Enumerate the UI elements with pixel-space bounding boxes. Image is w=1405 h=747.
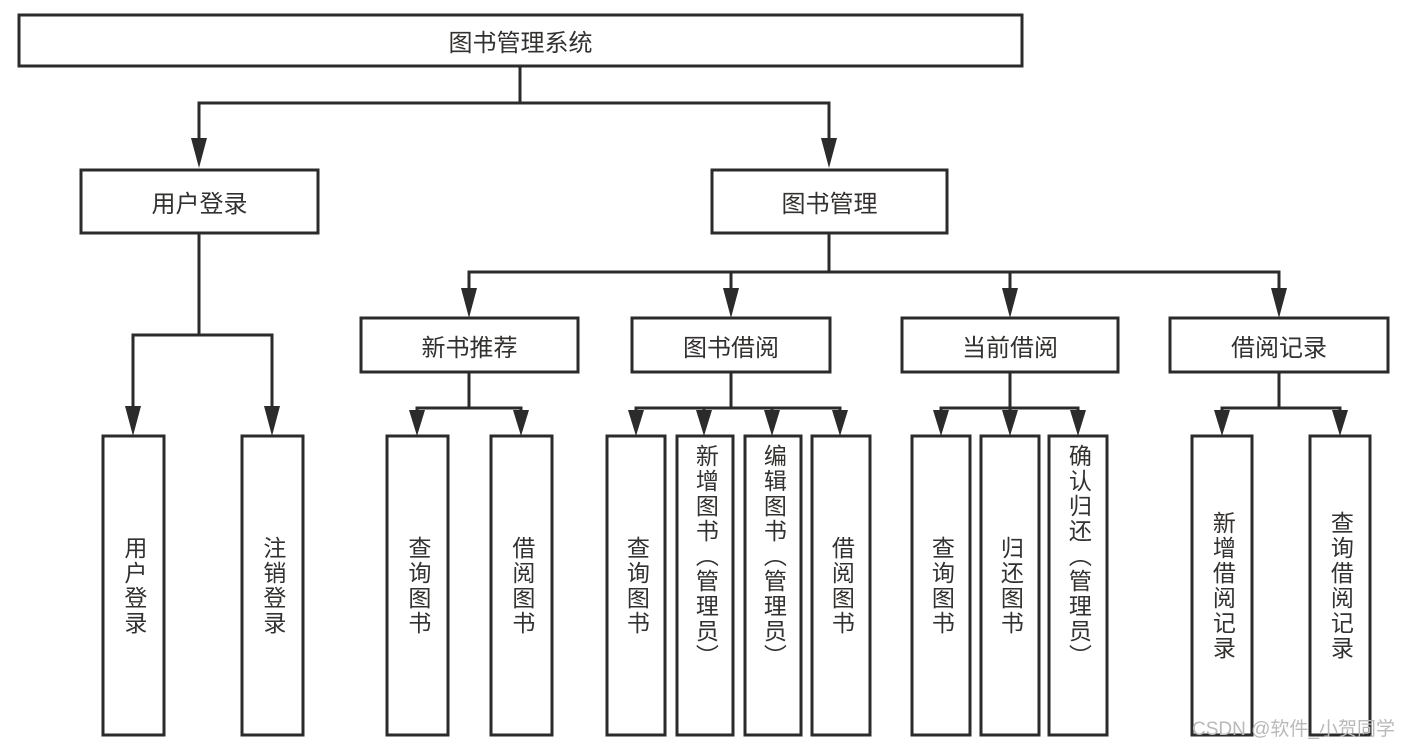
node-box-leaf-query-record[interactable]: [1308, 434, 1372, 737]
node-box-leaf-edit-book[interactable]: [743, 434, 803, 737]
node-box-new-book-rec[interactable]: [359, 316, 580, 374]
node-box-leaf-borrow-book-1[interactable]: [489, 434, 554, 737]
connector-bookmanage-to-level3: [461, 231, 1287, 318]
node-box-root[interactable]: [17, 13, 1024, 68]
connector-root-to-level2: [191, 64, 837, 168]
node-box-leaf-add-record[interactable]: [1190, 434, 1254, 737]
csdn-watermark: CSDN @软件_小贺同学: [1192, 719, 1395, 740]
node-box-leaf-query-book-2[interactable]: [605, 434, 667, 737]
node-box-leaf-borrow-book-2[interactable]: [810, 434, 872, 737]
node-box-leaf-confirm-return[interactable]: [1047, 434, 1109, 737]
node-box-current-borrow[interactable]: [900, 316, 1120, 374]
node-box-leaf-logout[interactable]: [240, 434, 305, 737]
connector-userlogin-to-leaves: [125, 231, 280, 436]
node-box-leaf-user-login[interactable]: [101, 434, 166, 737]
connector-newbookrec-to-leaves: [409, 370, 529, 436]
node-box-book-manage[interactable]: [710, 168, 949, 235]
node-box-leaf-query-book-1[interactable]: [385, 434, 450, 737]
node-box-leaf-add-book[interactable]: [675, 434, 735, 737]
node-box-leaf-return-book[interactable]: [979, 434, 1041, 737]
connector-bookborrow-to-leaves: [628, 370, 848, 436]
connector-currentborrow-to-leaves: [933, 370, 1086, 436]
node-box-book-borrow[interactable]: [630, 316, 832, 374]
node-box-leaf-query-book-3[interactable]: [910, 434, 972, 737]
connector-borrowrecord-to-leaves: [1214, 370, 1348, 436]
node-box-user-login[interactable]: [79, 168, 320, 235]
node-box-borrow-record[interactable]: [1168, 316, 1390, 374]
